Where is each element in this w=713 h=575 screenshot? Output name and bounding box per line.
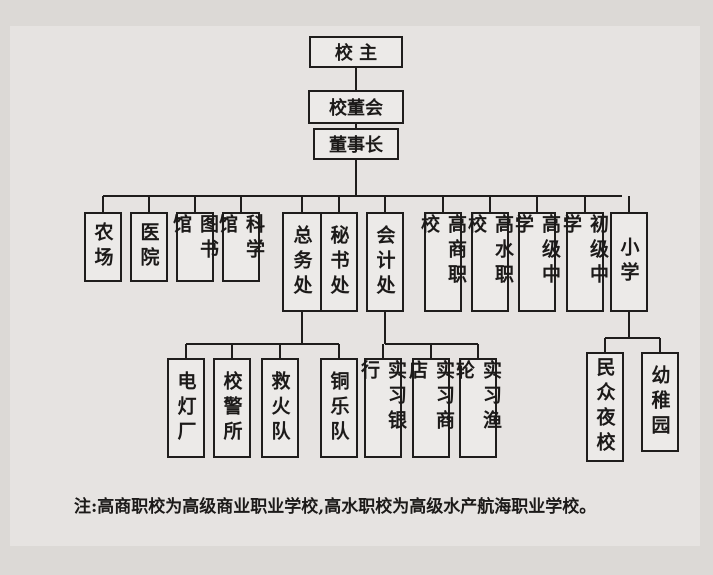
unit-brass-band: 铜乐队 <box>320 358 358 458</box>
dept-general-affairs: 总务处 <box>282 212 322 312</box>
unit-fire-brigade: 救火队 <box>261 358 299 458</box>
dept-commercial-vocational: 高商职校 <box>418 212 467 312</box>
dept-primary-school: 小学 <box>610 212 648 312</box>
principal-box: 校 主 <box>309 36 403 68</box>
dept-junior-high: 初级中学 <box>560 212 609 312</box>
unit-practice-store: 实习商店 <box>406 358 455 458</box>
dept-library: 图书馆 <box>170 212 219 282</box>
unit-kindergarten: 幼稚园 <box>641 352 679 452</box>
dept-accounting: 会计处 <box>366 212 404 312</box>
principal-label: 校 主 <box>334 43 378 64</box>
dept-hospital: 医院 <box>130 212 168 282</box>
chairman-label: 董事长 <box>329 135 383 156</box>
school-board-label: 校董会 <box>329 98 383 119</box>
unit-practice-fishing-boat: 实习渔轮 <box>453 358 502 458</box>
dept-senior-high: 高级中学 <box>512 212 561 312</box>
unit-school-police: 校警所 <box>213 358 251 458</box>
dept-secretariat: 秘书处 <box>320 212 358 312</box>
unit-practice-bank: 实习银行 <box>358 358 407 458</box>
dept-fisheries-vocational: 高水职校 <box>465 212 514 312</box>
dept-science-hall: 科学馆 <box>216 212 265 282</box>
unit-power-plant: 电灯厂 <box>167 358 205 458</box>
unit-evening-school: 民众夜校 <box>586 352 624 462</box>
chart-footnote: 注:高商职校为高级商业职业学校,高水职校为高级水产航海职业学校。 <box>74 497 597 517</box>
chairman-box: 董事长 <box>313 128 399 160</box>
school-board-box: 校董会 <box>308 90 404 124</box>
dept-farm: 农场 <box>84 212 122 282</box>
